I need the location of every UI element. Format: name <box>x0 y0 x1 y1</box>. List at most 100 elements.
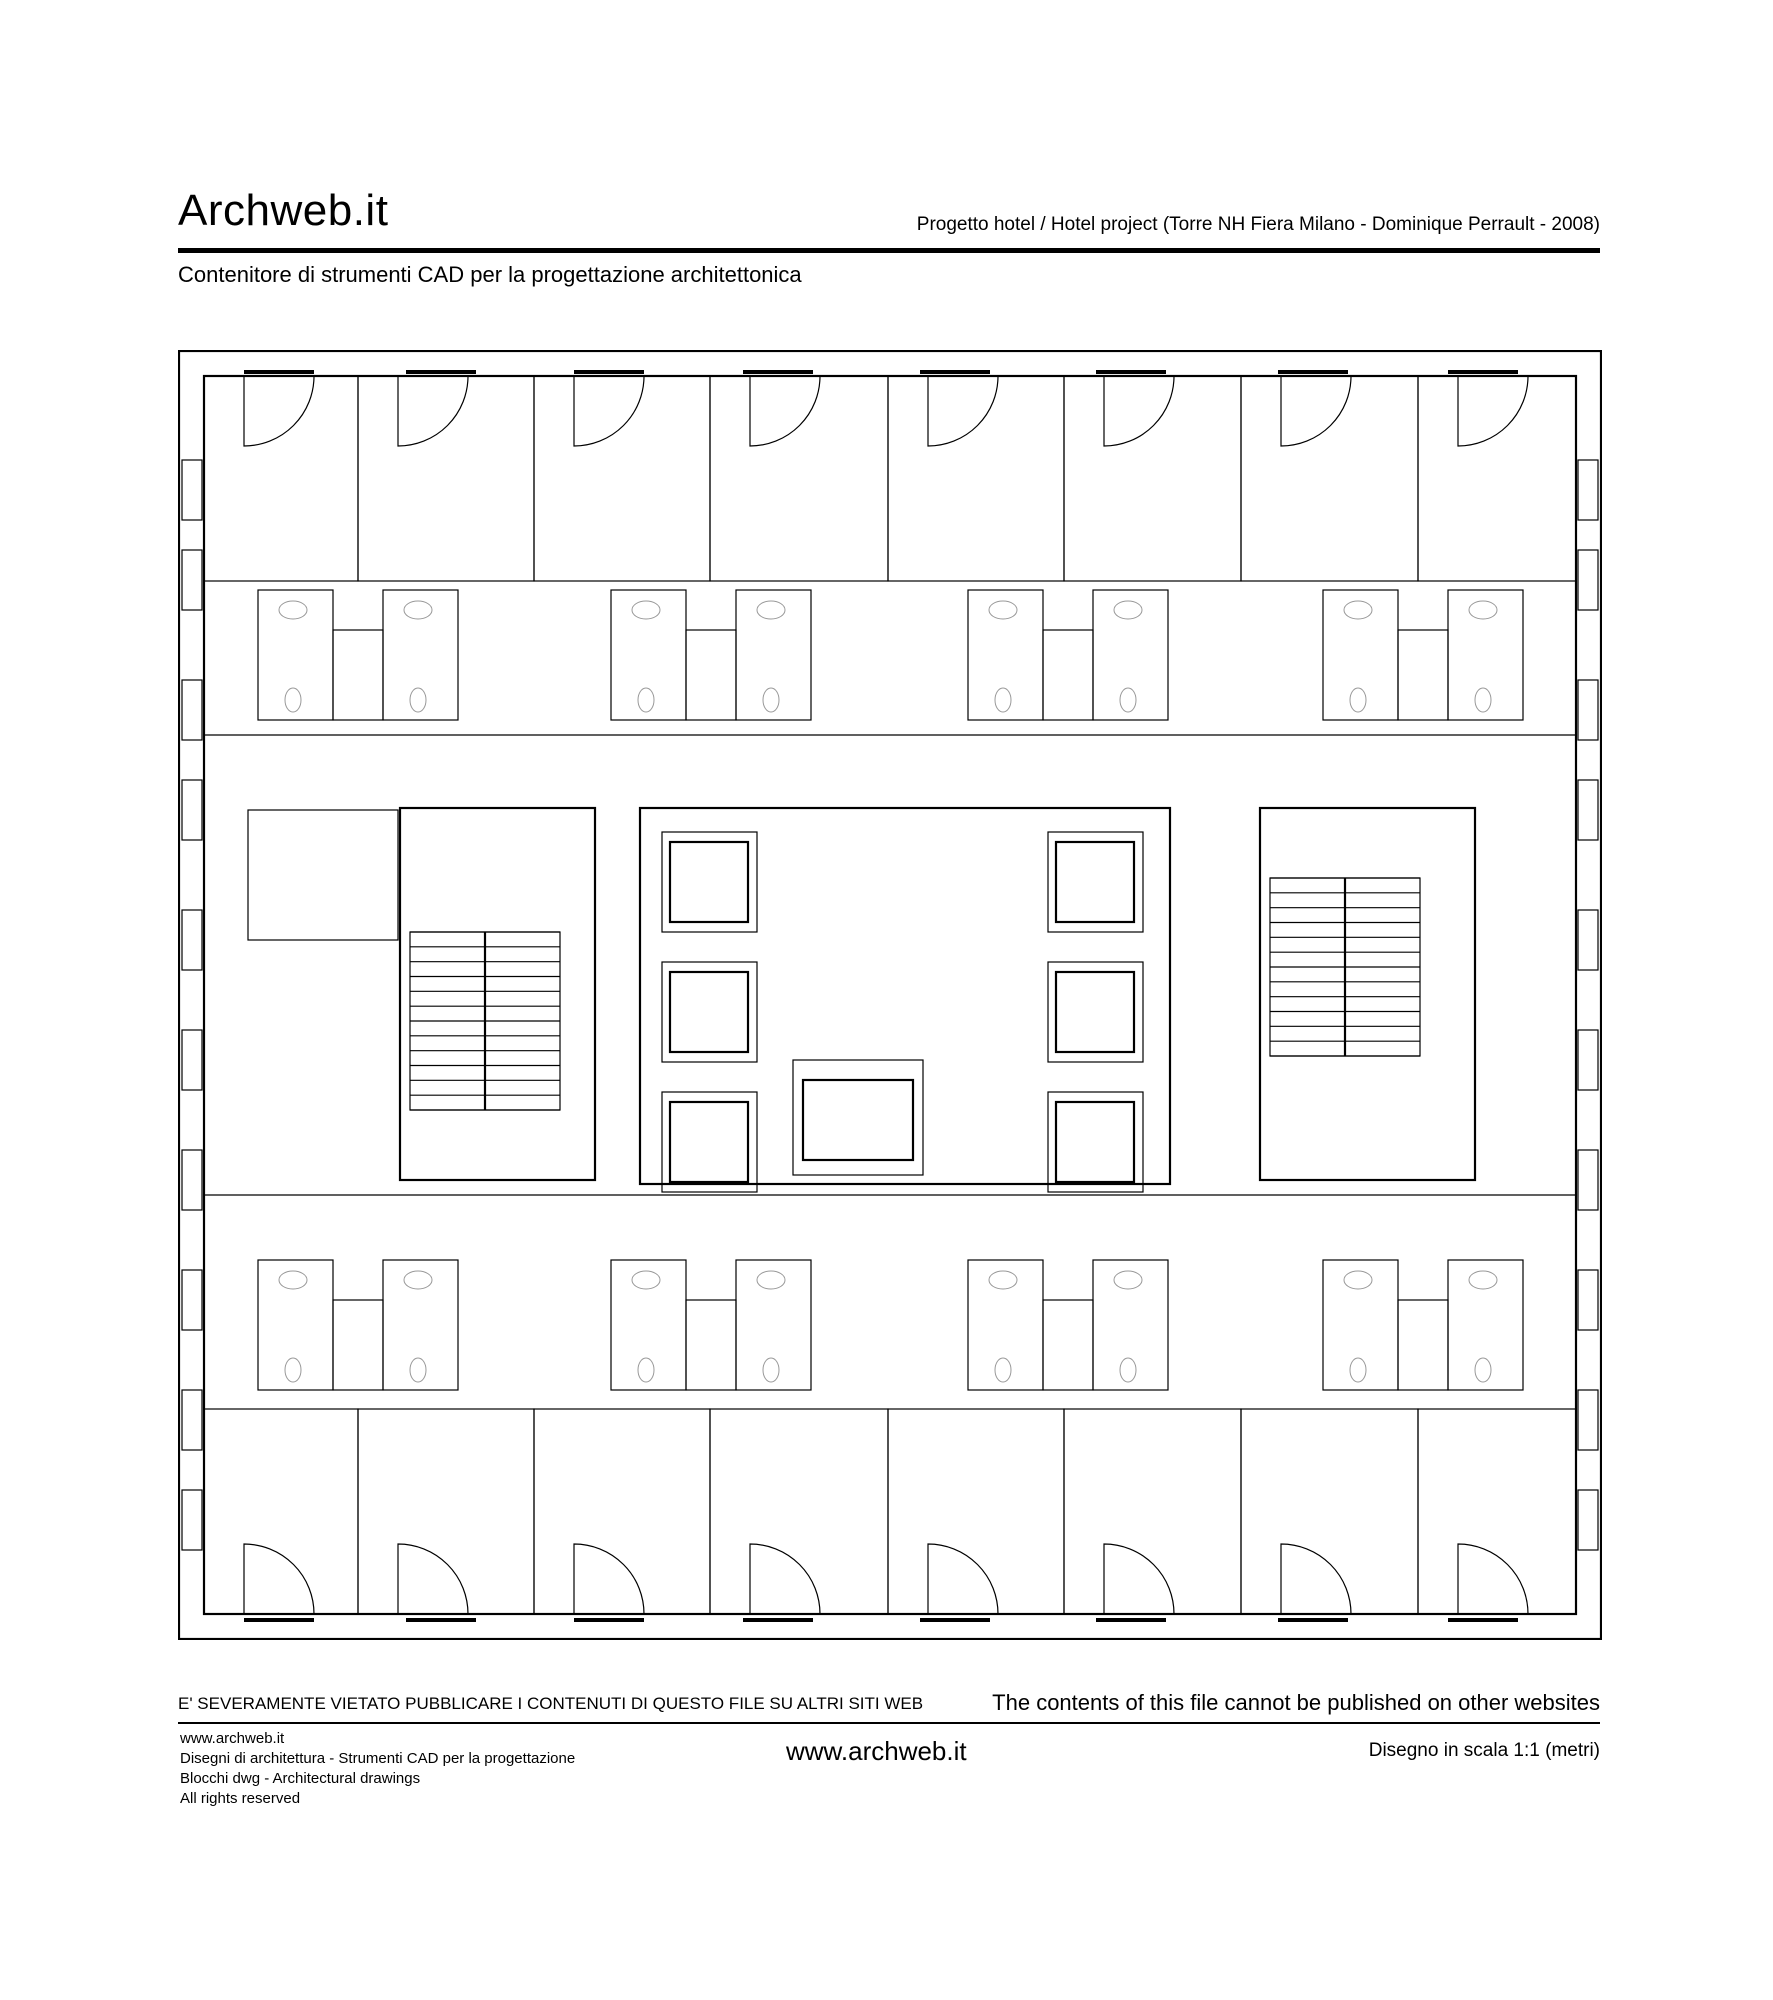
bathroom-pair-top <box>967 589 1169 721</box>
door-arc-top <box>749 375 821 447</box>
elevator-car <box>1054 970 1136 1054</box>
toilet <box>409 687 427 713</box>
window-bottom <box>244 1618 314 1622</box>
toilet <box>762 687 780 713</box>
guest-room-top <box>887 375 1065 582</box>
project-title: Progetto hotel / Hotel project (Torre NH… <box>916 214 1600 235</box>
elevator-shaft <box>1047 961 1144 1063</box>
door-arc-top <box>573 375 645 447</box>
window-side-left <box>181 1149 203 1211</box>
guest-room-bottom <box>1240 1408 1419 1615</box>
sink <box>1113 600 1143 620</box>
toilet <box>637 1357 655 1383</box>
bathroom <box>1092 589 1169 721</box>
window-top <box>244 370 314 374</box>
sink <box>403 600 433 620</box>
elevator-shaft <box>1047 1091 1144 1193</box>
door-arc-top <box>243 375 315 447</box>
window-bottom <box>1448 1618 1518 1622</box>
sink <box>403 1270 433 1290</box>
service-elevator-car <box>801 1078 915 1162</box>
header-rule <box>178 248 1600 253</box>
elevator-car <box>668 970 750 1054</box>
elevator-car <box>668 840 750 924</box>
sink <box>756 600 786 620</box>
bathroom <box>967 1259 1044 1391</box>
shower <box>1042 1299 1094 1391</box>
footer-line-rights: All rights reserved <box>180 1790 301 1807</box>
window-side-left <box>181 1029 203 1091</box>
toilet <box>1119 1357 1137 1383</box>
bathroom <box>735 589 812 721</box>
bathroom-pair-top <box>257 589 459 721</box>
window-top <box>574 370 644 374</box>
door-arc-top <box>1103 375 1175 447</box>
sink <box>631 600 661 620</box>
elevator-shaft <box>661 961 758 1063</box>
door-arc-bottom <box>749 1543 821 1615</box>
bathroom-pair-bottom <box>967 1259 1169 1391</box>
bathroom <box>1322 589 1399 721</box>
window-bottom <box>920 1618 990 1622</box>
sink <box>1343 600 1373 620</box>
shower <box>685 1299 737 1391</box>
service-elevator <box>792 1059 924 1176</box>
elevator-car <box>1054 1100 1136 1184</box>
drawing-scale: Disegno in scala 1:1 (metri) <box>1368 1740 1600 1761</box>
window-side-right <box>1577 1149 1599 1211</box>
footer-line-blocks: Blocchi dwg - Architectural drawings <box>180 1770 421 1787</box>
window-side-right <box>1577 459 1599 521</box>
elevator-shaft <box>661 831 758 933</box>
toilet <box>409 1357 427 1383</box>
bathroom <box>382 589 459 721</box>
stair-core-left <box>398 806 597 1182</box>
toilet <box>1349 1357 1367 1383</box>
guest-room-top <box>709 375 889 582</box>
window-top <box>920 370 990 374</box>
bathroom-pair-bottom <box>610 1259 812 1391</box>
door-arc-bottom <box>1280 1543 1352 1615</box>
brand-logo-text: Archweb.it <box>178 186 389 235</box>
toilet <box>284 1357 302 1383</box>
sink <box>1343 1270 1373 1290</box>
elevator-shaft <box>661 1091 758 1193</box>
bathroom-pair-bottom <box>257 1259 459 1391</box>
guest-room-top <box>357 375 535 582</box>
plan-rooms <box>203 375 1577 1615</box>
window-side-left <box>181 779 203 841</box>
bathroom <box>382 1259 459 1391</box>
window-side-right <box>1577 909 1599 971</box>
sink <box>988 1270 1018 1290</box>
toilet <box>762 1357 780 1383</box>
bathroom <box>257 1259 334 1391</box>
shower <box>685 629 737 721</box>
window-side-left <box>181 909 203 971</box>
guest-room-top <box>203 375 359 582</box>
footer-url: www.archweb.it <box>786 1736 967 1766</box>
window-top <box>406 370 476 374</box>
plan-bathrooms <box>257 589 1524 1391</box>
window-top <box>743 370 813 374</box>
window-bottom <box>1278 1618 1348 1622</box>
service-room <box>247 809 399 941</box>
footer-line-drawings: Disegni di architettura - Strumenti CAD … <box>180 1750 576 1767</box>
window-side-left <box>181 459 203 521</box>
sink <box>1468 1270 1498 1290</box>
door-arc-bottom <box>243 1543 315 1615</box>
door-arc-top <box>397 375 469 447</box>
elevator-car <box>668 1100 750 1184</box>
window-side-right <box>1577 679 1599 741</box>
window-top <box>1278 370 1348 374</box>
elevator-core <box>638 806 1172 1186</box>
bathroom <box>735 1259 812 1391</box>
staircase-left <box>409 931 561 1111</box>
toilet <box>994 1357 1012 1383</box>
guest-room-top <box>1063 375 1242 582</box>
shower <box>1397 1299 1449 1391</box>
plan-walls <box>178 350 1602 1640</box>
window-side-left <box>181 1489 203 1551</box>
guest-room-bottom <box>203 1408 359 1615</box>
guest-room-top <box>1240 375 1419 582</box>
guest-room-bottom <box>887 1408 1065 1615</box>
toilet <box>284 687 302 713</box>
